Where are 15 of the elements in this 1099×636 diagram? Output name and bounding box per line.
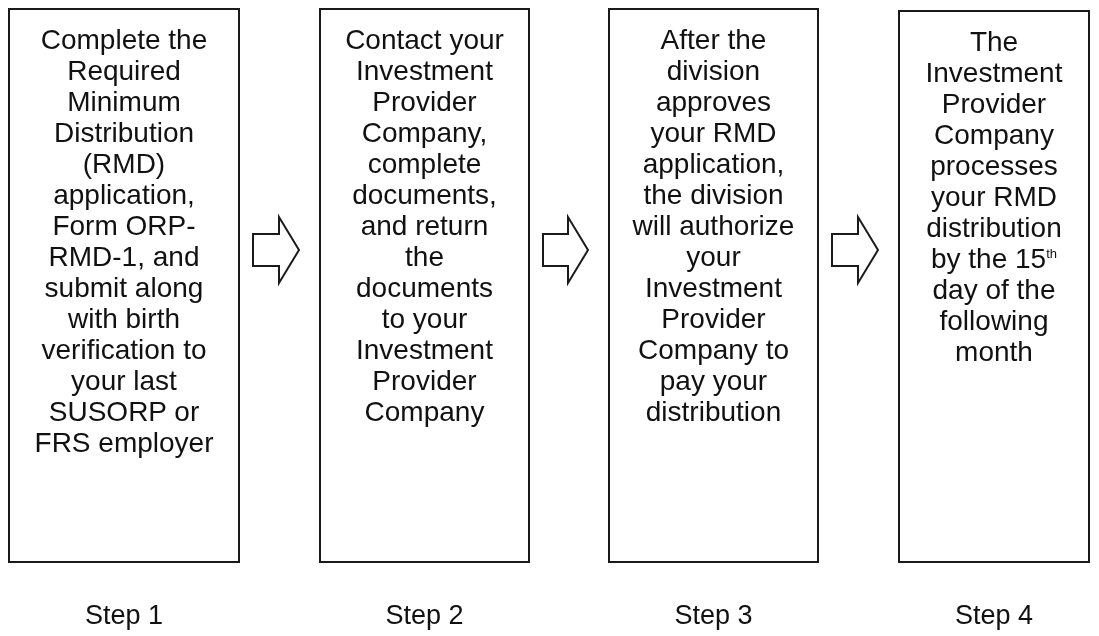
process-box	[319, 8, 530, 563]
block-arrow	[831, 213, 880, 287]
step-description: The Investment Provider Company processes your RMD distribution by the 15$^{th}$ day of the following month	[924, 26, 1064, 369]
step-label: Step 4	[954, 600, 1034, 631]
block-arrow	[542, 213, 590, 287]
step-label: Step 1	[84, 600, 164, 631]
process-box	[608, 8, 819, 563]
block-arrow	[252, 213, 301, 287]
process-box	[898, 10, 1090, 563]
step-description: Complete the Required Minimum Distribution (RMD) application, Form ORP-RMD-1, and submit along with birth verification to your last SUSORP or FRS employer	[33, 24, 215, 460]
step-description: After the division approves your RMD application, the division will authorize your Investment Provider Company to pay your distribution	[631, 24, 796, 429]
process-box	[8, 8, 240, 563]
step-label: Step 3	[674, 600, 753, 631]
step-label: Step 2	[385, 600, 464, 631]
step-description: Contact your Investment Provider Company, complete documents, and return the documents to your Investment Provider Company	[344, 24, 505, 429]
